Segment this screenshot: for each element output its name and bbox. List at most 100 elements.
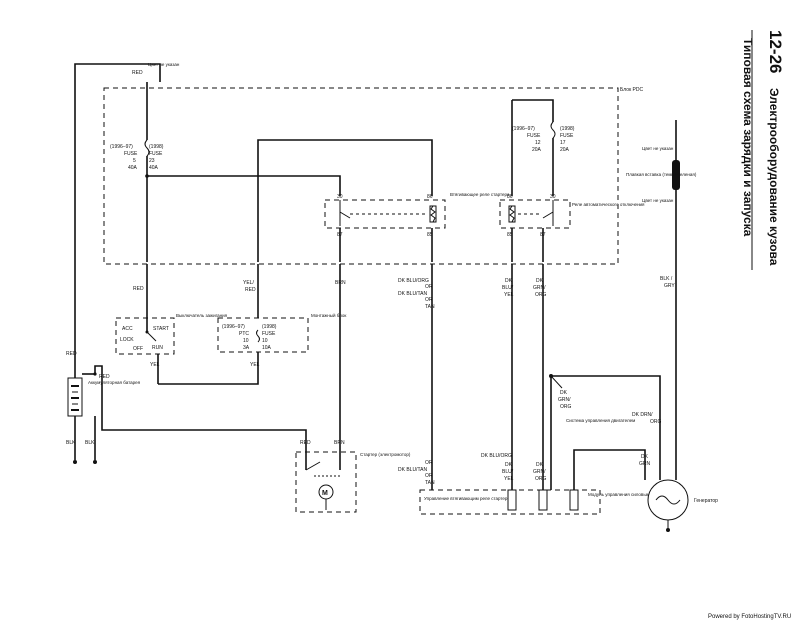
wire-label-yel-asd-2: YEL — [504, 476, 514, 482]
wire-to-starter-relay-30 — [147, 175, 341, 196]
wire-label-or-4: OR — [425, 473, 433, 479]
asd-relay-label: Реле автоматического отключения — [572, 202, 645, 207]
fuse-left-num-b: 23 — [149, 158, 155, 164]
jb-type-a: PTC — [239, 331, 249, 337]
section-title: Электрооборудование кузова — [767, 88, 781, 266]
wire-label-blk-gen: BLK / — [660, 276, 673, 282]
fuse-left-type-b: FUSE — [149, 151, 163, 157]
wire-label-blu-slash: BLU/ — [502, 285, 514, 291]
fuse-left-symbol — [144, 139, 150, 157]
fuse-right-type-a: FUSE — [527, 133, 541, 139]
wire-label-brn-top: BRN — [335, 280, 346, 286]
starter-relay-pin-85: 85 — [427, 232, 433, 238]
fuse-right-years-a: (1996–97) — [512, 126, 535, 132]
jb-amp-b: 10A — [262, 345, 272, 351]
fuse-left-type-a: FUSE — [124, 151, 138, 157]
pcm-label: Модуль управления силовым агрегатом (PCM… — [588, 492, 686, 497]
page-subtitle: Типовая схема зарядки и запуска — [741, 38, 755, 237]
ground-icon-2 — [93, 460, 97, 464]
junction-block-label: Монтажный блок — [311, 312, 346, 318]
jb-years-b: (1998) — [262, 324, 277, 330]
wire-label-dk-blu-org-bot: DK BLU/ORG — [481, 453, 512, 459]
wire-label-red-batt: RED — [66, 351, 77, 357]
jb-type-b: FUSE — [262, 331, 276, 337]
wire-label-org-ecm: ORG — [560, 404, 572, 410]
wire-label-or-2: OR — [425, 297, 433, 303]
generator-label: Генератор — [694, 498, 718, 504]
junction-block — [217, 317, 309, 353]
starter-relay-pin-86: 86 — [427, 194, 433, 200]
ign-run: RUN — [152, 345, 163, 351]
wire-label-dk-2: DK — [536, 278, 544, 284]
wire-label-dk-drn: DK DRN/ — [632, 412, 653, 418]
motor-m-glyph: M — [322, 490, 328, 497]
wire-label-grn-field: GRN — [639, 461, 651, 467]
wire-label-dk-4: DK — [536, 462, 544, 468]
wire-label-red-ign: RED — [133, 286, 144, 292]
fuse-left-amp-b: 40A — [149, 165, 159, 171]
ign-acc: ACC — [122, 326, 133, 332]
starter-relay-label: Втягивающее реле стартера — [450, 192, 510, 197]
asd-relay — [499, 199, 571, 229]
wire-label-grn-ecm: GRN/ — [558, 397, 571, 403]
wire-label-or-1: OR — [425, 284, 433, 290]
wire-label-yel-slash: YEL/ — [243, 280, 254, 286]
wire-label-org-gen: ORG — [650, 419, 662, 425]
ignition-switch-label: Выключатель зажигания — [176, 313, 228, 318]
page-header: 12-26 Электрооборудование кузова — [766, 30, 785, 266]
asd-relay-pin-85: 85 — [507, 232, 513, 238]
pdc-box-label: Блок PDC — [620, 87, 644, 93]
wire-label-dk-1: DK — [505, 278, 513, 284]
starter-label: Стартер (электромотор) — [360, 452, 411, 457]
wire-label-yel-ign: YEL — [150, 362, 160, 368]
wire-label-tan-top: TAN — [425, 304, 435, 310]
ign-start: START — [153, 326, 169, 332]
fuse-right-amp-a: 20A — [532, 147, 542, 153]
pcm-pin-field-ctrl — [569, 489, 579, 511]
ign-lock: LOCK — [120, 337, 134, 343]
ignition-switch — [115, 317, 175, 355]
wire-label-red-starter: RED — [300, 440, 311, 446]
wire-label-tan-bot: TAN — [425, 480, 435, 486]
wire-ign-run-bus — [257, 139, 433, 262]
wire-label-dk-ecm: DK — [560, 390, 568, 396]
asd-relay-pin-30: 30 — [550, 194, 556, 200]
fusible-link-label: Плавкая вставка (темно-зеленая) — [626, 172, 697, 177]
wire-label-dk-field: DK — [641, 454, 649, 460]
fuse-left-amp-a: 40A — [128, 165, 138, 171]
ign-off: OFF — [133, 346, 143, 352]
fuse-right-num-b: 17 — [560, 140, 566, 146]
fuse-right-years-b: (1998) — [560, 126, 575, 132]
generator-ground-icon — [666, 528, 670, 532]
ecm-label: Система управления двигателем — [566, 418, 635, 423]
watermark: Powered by FotoHostingTV.RU — [708, 614, 791, 620]
wire-label-blk-1: BLK — [66, 440, 76, 446]
wire-label-org-asd: ORG — [535, 292, 547, 298]
fusible-link-icon — [672, 160, 680, 190]
fuse-left-years-b: (1998) — [149, 144, 164, 150]
jb-num-b: 10 — [262, 338, 268, 344]
fuse-right-type-b: FUSE — [560, 133, 574, 139]
wire-label-blk-2: BLK — [85, 440, 95, 446]
ground-icon-1 — [73, 460, 77, 464]
wire-fuse-right-top — [512, 99, 554, 122]
pdc-box — [103, 87, 619, 265]
battery-label: Аккумуляторная батарея — [88, 380, 141, 385]
page-number: 12-26 — [766, 30, 785, 73]
jb-num-a: 10 — [243, 338, 249, 344]
wire-label-blu-slash-2: BLU/ — [502, 469, 514, 475]
fuse-left-years-a: (1996–97) — [110, 144, 133, 150]
red-to-starter-wire — [94, 365, 307, 448]
color-note-top: Цвет не указан — [148, 62, 180, 67]
starter-relay-pin-30: 30 — [337, 194, 343, 200]
color-note-gen-top: Цвет не указан — [642, 146, 674, 151]
asd-relay-pin-86: 86 — [507, 194, 513, 200]
wire-label-grn-slash-2: GRN/ — [533, 469, 546, 475]
jb-years-a: (1996–97) — [222, 324, 245, 330]
starter-solenoid-contact — [305, 461, 321, 471]
field-ctrl-wire — [573, 449, 646, 490]
ignition-switch-contact — [146, 331, 157, 342]
wire-label-or-3: OR — [425, 460, 433, 466]
wire-label-dk-blu-tan-top: DK BLU/TAN — [398, 291, 427, 297]
